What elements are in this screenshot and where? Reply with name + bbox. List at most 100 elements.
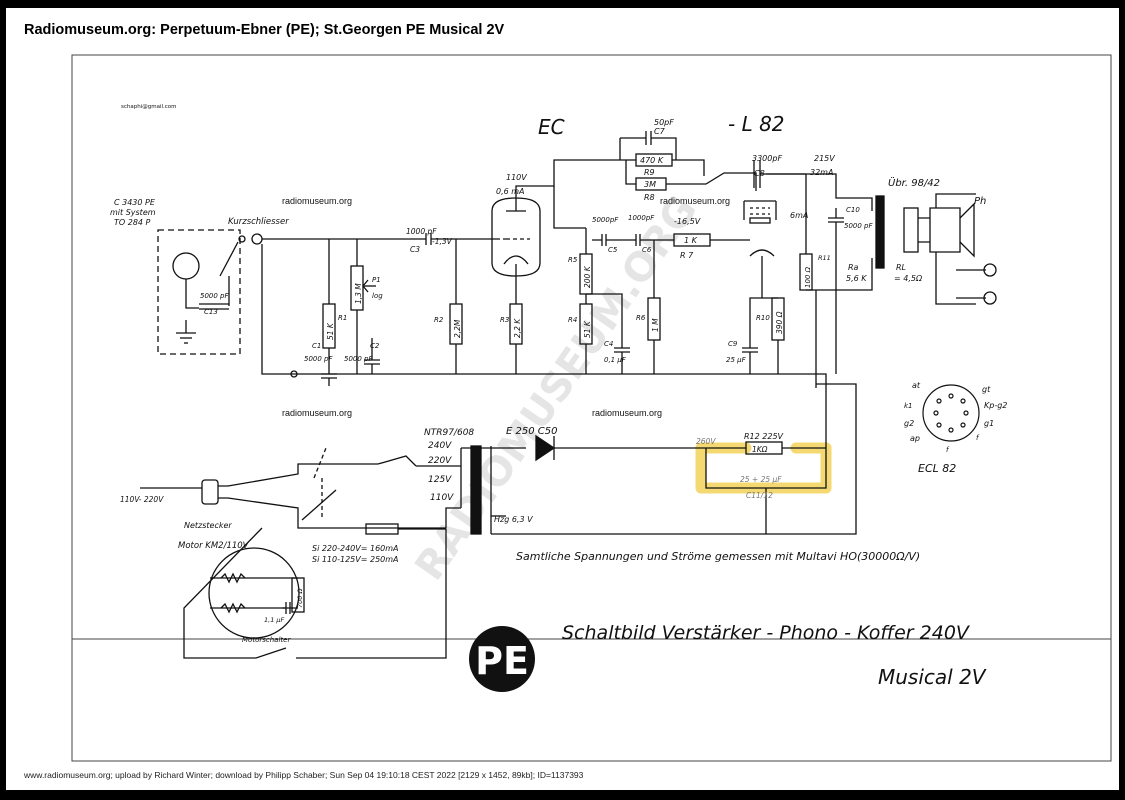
label-06ma: 0,6 mA <box>496 187 525 196</box>
label-c5000: 5000pF <box>592 216 619 224</box>
label-r11v: 100 Ω <box>804 266 812 288</box>
label-cap11: 1,1 µF <box>264 616 285 624</box>
label-hzg: Hzg 6,3 V <box>494 515 533 524</box>
label-r8n: R8 <box>644 193 655 202</box>
watermark-1: radiomuseum.org <box>282 196 352 206</box>
label-r6v: 1 M <box>651 318 660 332</box>
schematic-diagram: RADIOMUSEUM.ORG <box>71 54 1112 762</box>
label-r5n: R5 <box>568 256 578 264</box>
label-c13: C13 <box>204 308 218 316</box>
watermark-2: radiomuseum.org <box>660 196 730 206</box>
label-6ma: 6mA <box>790 211 808 220</box>
label-c9v: 25 µF <box>726 356 747 364</box>
label-r5v: 200 K <box>583 265 592 288</box>
label-ra2: 5,6 K <box>846 274 867 283</box>
label-r700: 700 Ω <box>296 589 304 608</box>
svg-text:PE: PE <box>475 639 529 683</box>
tube-ec-label: EC <box>538 115 565 139</box>
label-c6v: 1000pF <box>628 214 655 222</box>
circuit-wires <box>140 131 997 659</box>
pin-f2: f <box>976 434 980 442</box>
label-r12: R12 225V <box>744 432 784 441</box>
label-r10v: 390 Ω <box>775 311 784 334</box>
label-e250: E 250 C50 <box>506 426 557 437</box>
label-ph: Ph <box>974 196 986 207</box>
label-r7v: 1 K <box>684 236 698 245</box>
label-c1v: 5000 pF <box>304 355 333 363</box>
label-r9v: 470 K <box>640 156 664 165</box>
label-260v: 260V <box>696 437 716 446</box>
label-c2: C2 <box>370 342 380 350</box>
label-c5n: C5 <box>608 246 618 254</box>
pin-gt: gt <box>982 385 991 394</box>
pin-kp-g2: Kp-g2 <box>984 401 1007 410</box>
label-r11n: R11 <box>818 254 831 262</box>
label-c10v: C10 <box>846 206 860 214</box>
label-r6n: R6 <box>636 314 646 322</box>
label-110v: 110V <box>506 173 527 182</box>
label-c9: C9 <box>728 340 738 348</box>
kurzschliesser-label: Kurzschliesser <box>228 217 289 227</box>
label-c4v: 0,1 µF <box>604 356 627 364</box>
email-label: schaphi@gmail.com <box>121 104 177 110</box>
label-ra: Ra <box>848 263 859 272</box>
label-motorschalter: Motorschalter <box>242 636 291 644</box>
pickup-label-2: mit System <box>110 208 156 217</box>
tube-l82-label: - L 82 <box>728 112 785 136</box>
label-si1: Si 220-240V= 160mA <box>312 544 399 553</box>
label-215v: 215V <box>814 154 835 163</box>
ecl82-base-diagram <box>922 384 980 442</box>
pin-g2: g2 <box>904 419 914 428</box>
pin-g1: g1 <box>984 419 994 428</box>
label-c3v: 1000 pF <box>406 227 437 236</box>
pin-f1: f <box>946 446 950 454</box>
label-p1l: log <box>372 292 383 300</box>
label-c7n: C7 <box>654 127 666 136</box>
document-page: Radiomuseum.org: Perpetuum-Ebner (PE); S… <box>6 8 1119 790</box>
label-r1v: 51 K <box>326 322 335 340</box>
label-c11n: C11/12 <box>746 491 773 500</box>
label-c7: 50pF <box>654 118 674 127</box>
measurement-note: Samtliche Spannungen und Ströme gemessen… <box>516 550 920 563</box>
label-motor: Motor KM2/110V <box>178 541 250 551</box>
label-c2v: 5000 pF <box>344 355 373 363</box>
pin-at: at <box>912 381 921 390</box>
label-r4n: R4 <box>568 316 577 324</box>
label-c6n: C6 <box>642 246 652 254</box>
label-r1n: R1 <box>338 314 347 322</box>
label-r10n: R10 <box>756 314 770 322</box>
page-title: Radiomuseum.org: Perpetuum-Ebner (PE); S… <box>24 22 505 38</box>
label-c1: C1 <box>312 342 321 350</box>
label-r3v: 2,2 K <box>513 318 522 338</box>
watermark-3: radiomuseum.org <box>282 408 352 418</box>
label-165v: -16,5V <box>674 217 701 226</box>
label-13v: -1,3V <box>432 237 453 246</box>
schematic-frame <box>71 54 1112 762</box>
label-c3n: C3 <box>410 245 420 254</box>
label-c8n: C8 <box>754 169 765 178</box>
page-footer: www.radiomuseum.org; upload by Richard W… <box>24 770 584 780</box>
pickup-label-1: C 3430 PE <box>114 198 156 207</box>
label-220v: 220V <box>428 456 452 466</box>
pickup-label-3: TO 284 P <box>114 218 151 227</box>
label-r9n: R9 <box>644 168 655 177</box>
label-r2v: 2,2M <box>453 319 462 338</box>
label-c4: C4 <box>604 340 613 348</box>
watermark-4: radiomuseum.org <box>592 408 662 418</box>
label-mains: 110V- 220V <box>120 495 164 504</box>
label-r8v: 3M <box>644 180 656 189</box>
label-110v-tap: 110V <box>430 493 454 503</box>
big-watermark: RADIOMUSEUM.ORG <box>407 188 707 589</box>
label-netz: Netzstecker <box>184 521 232 530</box>
label-c10c: 5000 pF <box>844 222 873 230</box>
pin-k1: k1 <box>904 402 913 410</box>
label-r3n: R3 <box>500 316 509 324</box>
label-r4v: 51 K <box>583 320 592 338</box>
label-ubr: Übr. 98/42 <box>888 176 940 189</box>
pin-ap: ap <box>910 434 920 443</box>
label-125v: 125V <box>428 475 452 485</box>
label-p1n: P1 <box>372 276 381 284</box>
schematic-title: Schaltbild Verstärker - Phono - Koffer 2… <box>562 622 971 644</box>
label-r12v: 1KΩ <box>752 445 768 454</box>
label-c8v: 3300pF <box>752 154 782 163</box>
